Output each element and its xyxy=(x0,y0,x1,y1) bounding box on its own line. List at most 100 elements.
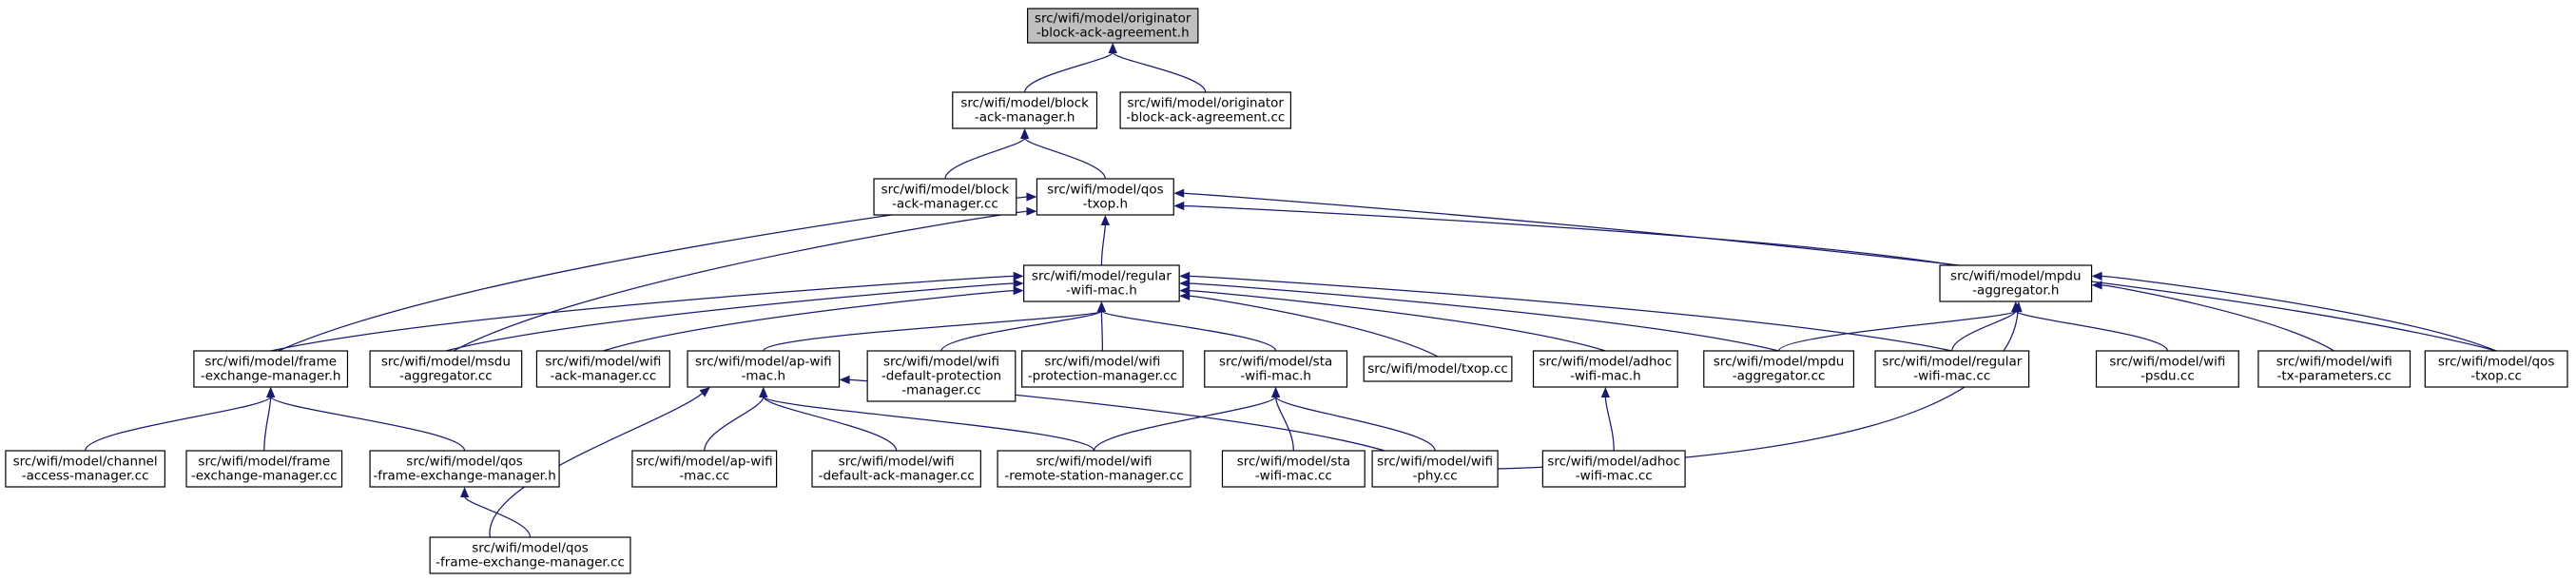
edge-adhoc_wifi_mac_h-to-regular_wifi_mac_h xyxy=(1179,286,1606,352)
node-wifi-psdu-cc[interactable]: src/wifi/model/wifi-psdu.cc xyxy=(2095,350,2239,388)
node-qos-txop-cc[interactable]: src/wifi/model/qos-txop.cc xyxy=(2424,350,2568,388)
edge-txop_cc-to-regular_wifi_mac_h xyxy=(1179,291,1439,358)
arrowhead-icon xyxy=(2091,271,2102,281)
node-box xyxy=(1036,178,1174,216)
node-box xyxy=(873,178,1017,216)
node-box xyxy=(2095,350,2239,388)
arrowhead-icon xyxy=(459,487,470,497)
node-mpdu-aggregator-h[interactable]: src/wifi/model/mpdu-aggregator.h xyxy=(1939,264,2093,302)
edge-mpdu_aggregator_cc-to-regular_wifi_mac_h xyxy=(1179,279,1779,352)
node-originator-block-ack-agreement-cc[interactable]: src/wifi/model/originator-block-ack-agre… xyxy=(1119,91,1291,129)
node-root[interactable]: src/wifi/model/originator-block-ack-agre… xyxy=(1026,8,1199,44)
node-label-line: -access-manager.cc xyxy=(22,469,149,484)
arrowhead-icon xyxy=(1013,271,1024,281)
edge-qos_txop_cc-to-qos_txop_h xyxy=(1173,188,2497,352)
nodes-layer: src/wifi/model/originator-block-ack-agre… xyxy=(5,8,2568,574)
node-channel-access-manager-cc[interactable]: src/wifi/model/channel-access-manager.cc xyxy=(5,450,165,488)
node-block-ack-manager-h[interactable]: src/wifi/model/block-ack-manager.h xyxy=(952,91,1098,129)
node-msdu-aggregator-cc[interactable]: src/wifi/model/msdu-aggregator.cc xyxy=(369,350,523,388)
node-sta-wifi-mac-cc[interactable]: src/wifi/model/sta-wifi-mac.cc xyxy=(1221,450,1365,488)
node-label-line: -protection-manager.cc xyxy=(1028,369,1177,384)
node-qos-frame-exchange-manager-h[interactable]: src/wifi/model/qos-frame-exchange-manage… xyxy=(369,450,560,488)
node-adhoc-wifi-mac-h[interactable]: src/wifi/model/adhoc-wifi-mac.h xyxy=(1532,350,1678,388)
edge-adhoc_wifi_mac_cc-to-adhoc_wifi_mac_h xyxy=(1600,387,1615,452)
arrowhead-icon xyxy=(759,387,768,397)
node-label-line: -aggregator.h xyxy=(1972,283,2059,299)
node-box xyxy=(193,350,349,388)
node-box xyxy=(952,91,1098,129)
node-wifi-ack-manager-cc[interactable]: src/wifi/model/wifi-ack-manager.cc xyxy=(535,350,670,388)
node-label-line: -txop.cc xyxy=(2470,369,2522,384)
node-wifi-tx-parameters-cc[interactable]: src/wifi/model/wifi-tx-parameters.cc xyxy=(2257,350,2411,388)
node-label-line: src/wifi/model/regular xyxy=(1882,355,2022,370)
arrowhead-icon xyxy=(1096,301,1107,312)
edge-frame_exchange_manager_h-to-qos_txop_h xyxy=(278,192,1037,352)
node-label-line: -block-ack-agreement.h xyxy=(1036,26,1190,41)
node-regular-wifi-mac-h[interactable]: src/wifi/model/regular-wifi-mac.h xyxy=(1023,264,1180,302)
node-regular-wifi-mac-cc[interactable]: src/wifi/model/regular-wifi-mac.cc xyxy=(1874,350,2030,388)
node-box xyxy=(1532,350,1678,388)
node-label-line: src/wifi/model/msdu xyxy=(381,355,511,370)
arrowhead-icon xyxy=(1013,279,1024,288)
arrowhead-icon xyxy=(1020,128,1030,139)
node-label-line: src/wifi/model/originator xyxy=(1035,11,1191,27)
node-label-line: -ack-manager.cc xyxy=(892,197,998,212)
node-label-line: -manager.cc xyxy=(901,383,980,398)
node-box xyxy=(1363,356,1513,382)
edge-qos_txop_cc-to-mpdu_aggregator_h xyxy=(2091,271,2497,352)
node-label-line: -remote-station-manager.cc xyxy=(1004,469,1183,484)
node-block-ack-manager-cc[interactable]: src/wifi/model/block-ack-manager.cc xyxy=(873,178,1017,216)
node-label-line: src/wifi/model/block xyxy=(881,183,1010,198)
node-sta-wifi-mac-h[interactable]: src/wifi/model/sta-wifi-mac.h xyxy=(1204,350,1348,388)
node-frame-exchange-manager-cc[interactable]: src/wifi/model/frame-exchange-manager.cc xyxy=(185,450,343,488)
node-label-line: -frame-exchange-manager.cc xyxy=(436,555,625,571)
edge-regular_wifi_mac_cc-to-mpdu_aggregator_h xyxy=(1951,301,2021,352)
node-label-line: -phy.cc xyxy=(1412,469,1457,484)
node-wifi-default-ack-manager-cc[interactable]: src/wifi/model/wifi-default-ack-manager.… xyxy=(811,450,981,488)
node-frame-exchange-manager-h[interactable]: src/wifi/model/frame-exchange-manager.h xyxy=(193,350,349,388)
node-label-line: src/wifi/model/channel xyxy=(13,455,158,470)
edge-wifi_tx_parameters_cc-to-mpdu_aggregator_h xyxy=(2091,281,2335,352)
node-label-line: src/wifi/model/wifi xyxy=(1036,455,1152,470)
node-box xyxy=(811,450,981,488)
node-wifi-remote-station-manager-cc[interactable]: src/wifi/model/wifi-remote-station-manag… xyxy=(997,450,1191,488)
arrowhead-icon xyxy=(2091,281,2102,290)
node-label-line: src/wifi/model/ap-wifi xyxy=(636,455,773,470)
edge-qos_txop_h-to-block_ack_manager_h xyxy=(1020,128,1106,180)
node-label-line: src/wifi/model/wifi xyxy=(2276,355,2392,370)
node-wifi-phy-cc[interactable]: src/wifi/model/wifi-phy.cc xyxy=(1371,450,1499,488)
node-label-line: src/wifi/model/wifi xyxy=(839,455,955,470)
node-label-line: src/wifi/model/ap-wifi xyxy=(695,355,832,370)
arrowhead-icon xyxy=(1271,387,1281,397)
node-label-line: -wifi-mac.h xyxy=(1066,283,1137,299)
node-label-line: -frame-exchange-manager.h xyxy=(373,469,555,484)
node-wifi-protection-manager-cc[interactable]: src/wifi/model/wifi-protection-manager.c… xyxy=(1021,350,1184,388)
node-ap-wifi-mac-h[interactable]: src/wifi/model/ap-wifi-mac.h xyxy=(687,350,841,388)
arrowhead-icon xyxy=(1026,192,1037,202)
node-label-line: src/wifi/model/wifi xyxy=(1044,355,1160,370)
arrowhead-icon xyxy=(1179,279,1191,288)
arrowhead-icon xyxy=(1179,286,1191,296)
edge-wifi_remote_station_manager_cc-to-sta_wifi_mac_h xyxy=(1093,387,1281,452)
node-qos-frame-exchange-manager-cc[interactable]: src/wifi/model/qos-frame-exchange-manage… xyxy=(429,536,631,574)
edge-ap_wifi_mac_h-to-regular_wifi_mac_h xyxy=(763,301,1107,352)
node-label-line: src/wifi/model/originator xyxy=(1127,96,1284,111)
node-label-line: src/wifi/model/regular xyxy=(1032,269,1172,284)
node-label-line: -exchange-manager.cc xyxy=(191,469,338,484)
node-label-line: src/wifi/model/sta xyxy=(1237,455,1350,470)
node-qos-txop-h[interactable]: src/wifi/model/qos-txop.h xyxy=(1036,178,1174,216)
node-box xyxy=(369,450,560,488)
node-label-line: -default-protection xyxy=(881,369,1001,384)
node-label-line: src/wifi/model/wifi xyxy=(2109,355,2225,370)
node-label-line: src/wifi/model/qos xyxy=(472,541,589,556)
node-txop-cc[interactable]: src/wifi/model/txop.cc xyxy=(1363,356,1513,382)
node-label-line: -wifi-mac.cc xyxy=(1576,469,1653,484)
node-mpdu-aggregator-cc[interactable]: src/wifi/model/mpdu-aggregator.cc xyxy=(1703,350,1854,388)
edge-msdu_aggregator_cc-to-regular_wifi_mac_h xyxy=(445,279,1024,352)
edge-wifi_ack_manager_cc-to-regular_wifi_mac_h xyxy=(603,286,1024,352)
node-box xyxy=(1541,450,1686,488)
node-adhoc-wifi-mac-cc[interactable]: src/wifi/model/adhoc-wifi-mac.cc xyxy=(1541,450,1686,488)
node-ap-wifi-mac-cc[interactable]: src/wifi/model/ap-wifi-mac.cc xyxy=(631,450,778,488)
node-label-line: -psdu.cc xyxy=(2140,369,2195,384)
node-wifi-default-protection-manager-cc[interactable]: src/wifi/model/wifi-default-protection-m… xyxy=(866,350,1017,402)
